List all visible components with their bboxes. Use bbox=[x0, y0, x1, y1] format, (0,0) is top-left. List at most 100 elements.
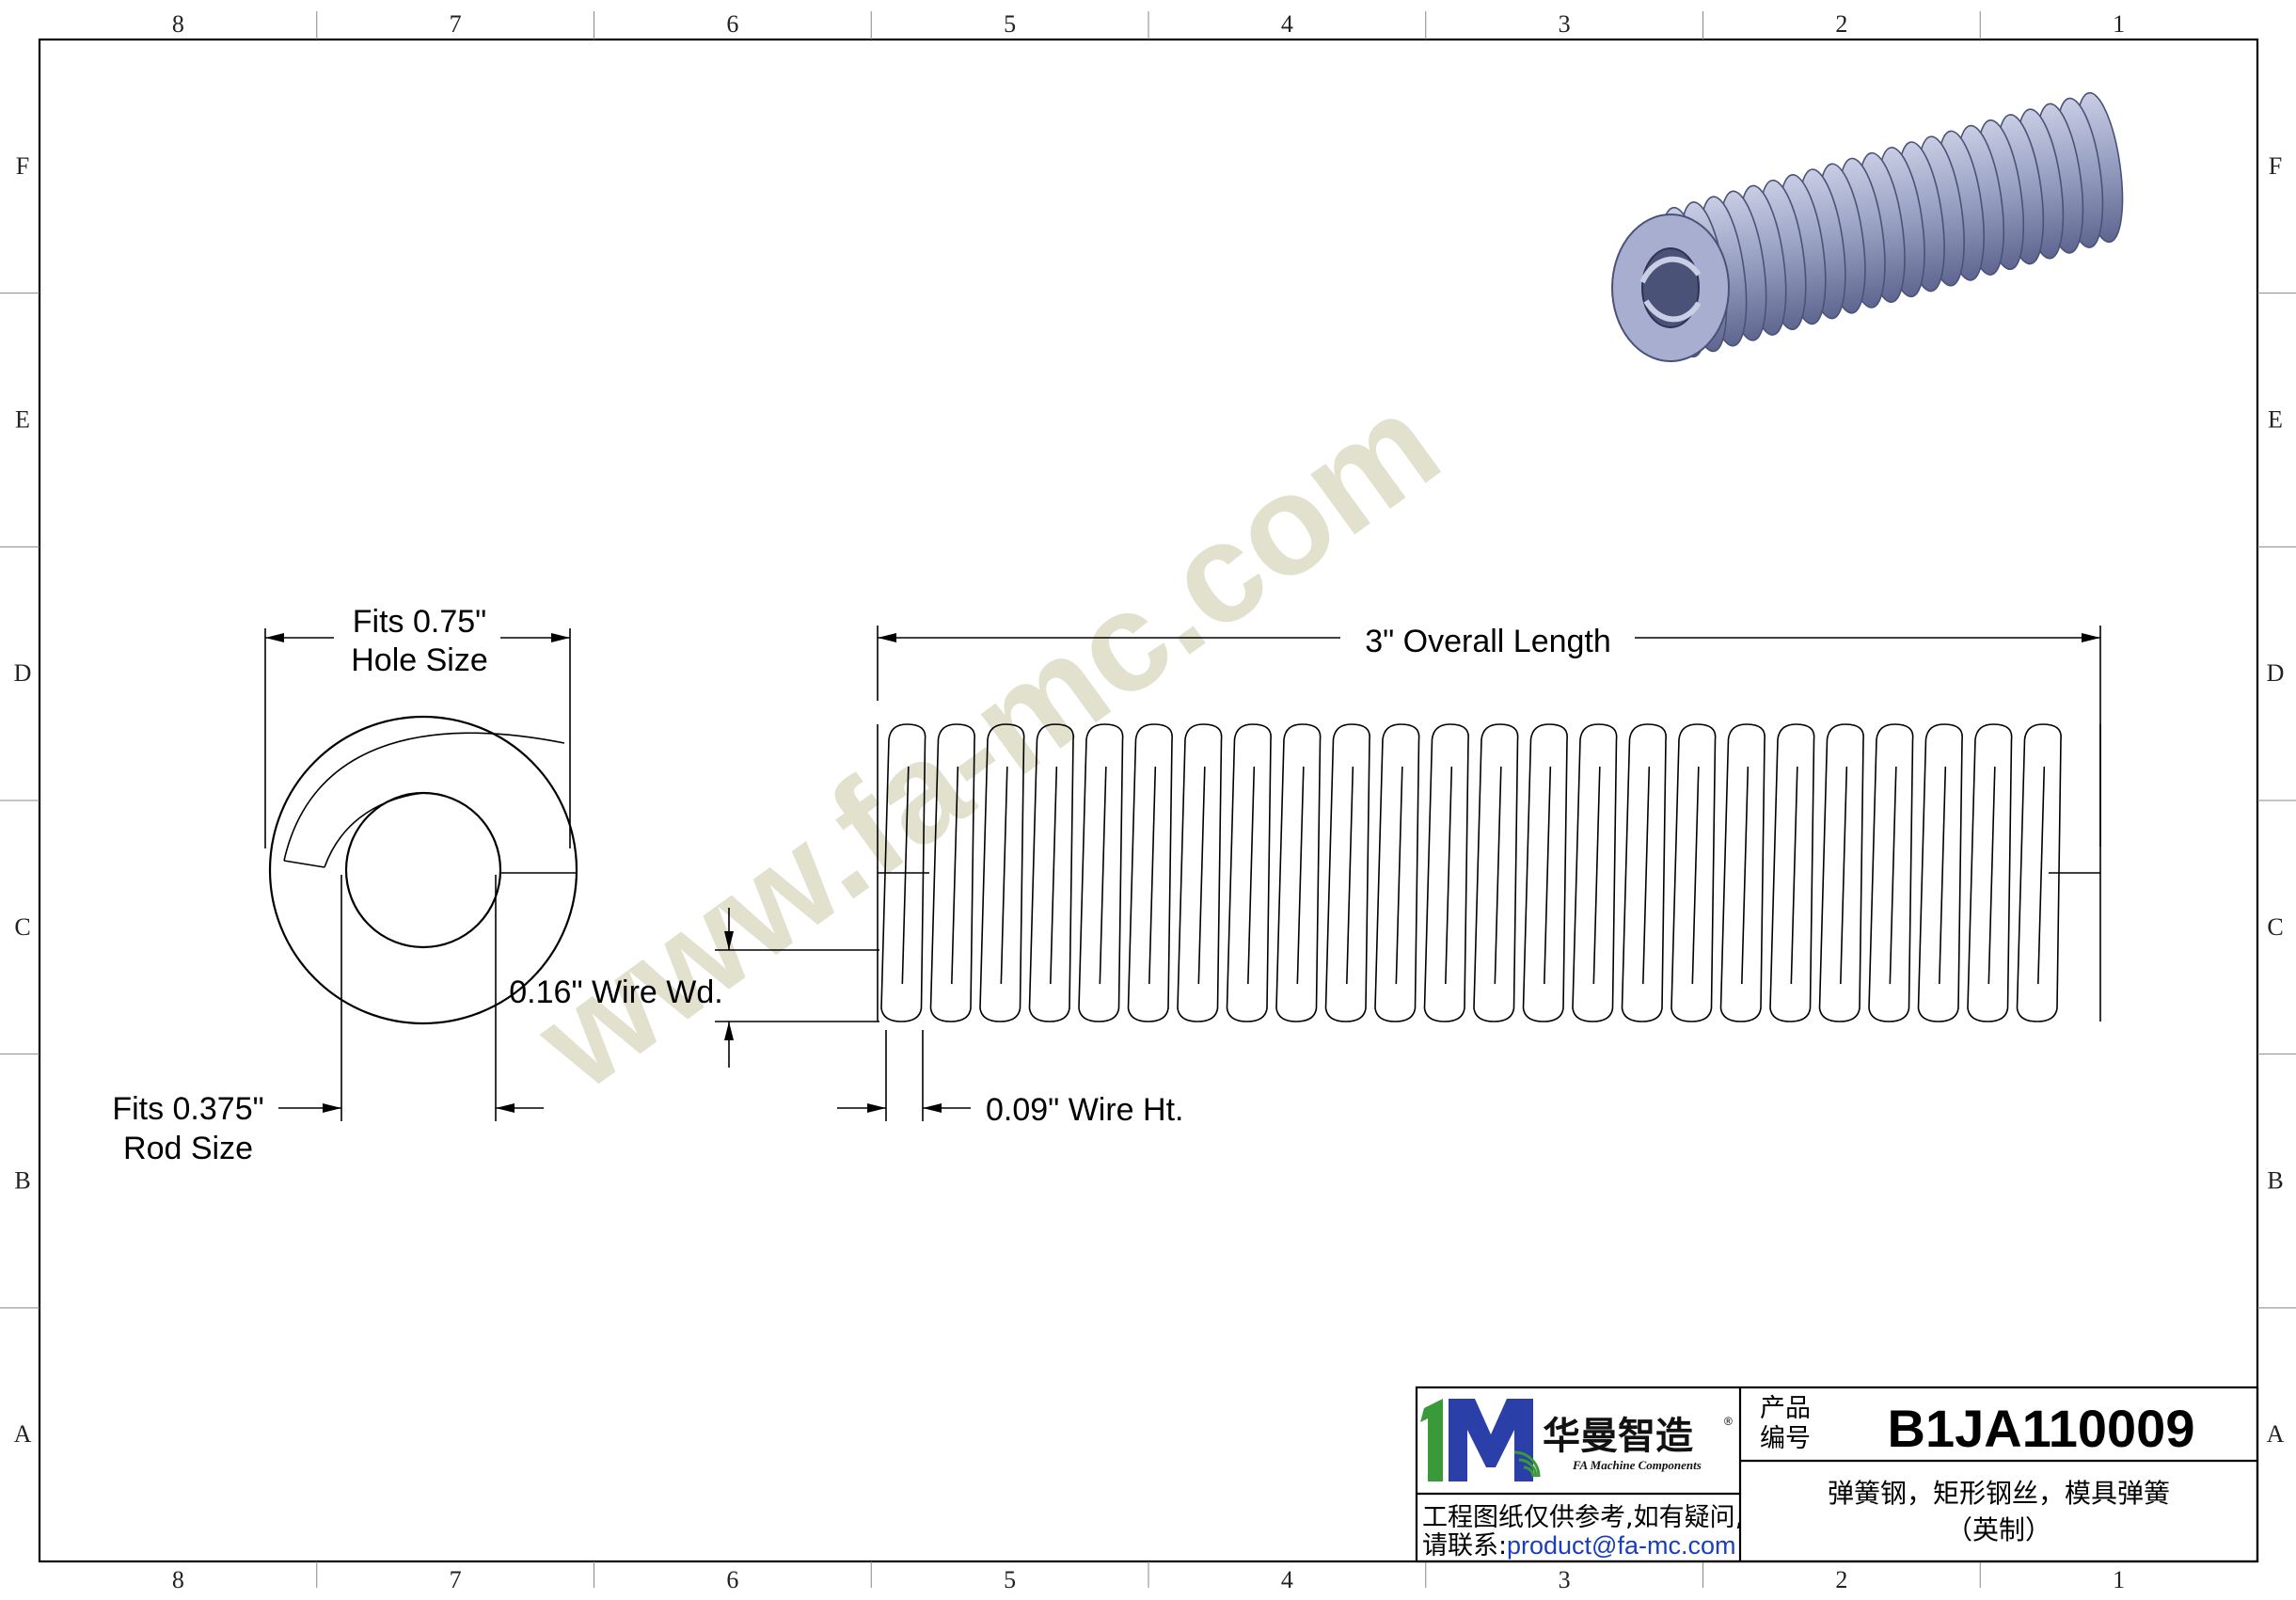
product-label-line1: 产品 bbox=[1760, 1394, 1811, 1423]
zone-column-label-bottom: 5 bbox=[1004, 1566, 1016, 1593]
zone-column-label-bottom: 7 bbox=[450, 1566, 462, 1593]
spring-3d-render bbox=[1611, 91, 2124, 362]
border-ticks bbox=[0, 11, 2296, 1588]
coil-inner-edge bbox=[1247, 766, 1256, 985]
coil-inner-edge bbox=[1741, 766, 1750, 985]
coil-end-curve bbox=[283, 732, 565, 862]
spring-coil bbox=[1572, 723, 1618, 1022]
spring-coil bbox=[1769, 723, 1815, 1022]
zone-column-label-top: 4 bbox=[1281, 10, 1293, 38]
hole-size-line1: Fits 0.75" bbox=[353, 604, 486, 640]
coil-inner-edge bbox=[2037, 766, 2046, 985]
inner-circle bbox=[344, 791, 502, 949]
coil-inner-edge bbox=[1642, 766, 1651, 985]
company-logo: 华曼智造 FA Machine Components ® bbox=[1420, 1399, 1733, 1481]
coil-inner-edge bbox=[1197, 766, 1206, 985]
zone-column-label-top: 2 bbox=[1835, 10, 1847, 38]
rod-size-line1: Fits 0.375" bbox=[112, 1091, 263, 1127]
overall-length-label: 3" Overall Length bbox=[1365, 624, 1611, 659]
zone-row-label-right: F bbox=[2269, 152, 2282, 180]
coil-inner-edge bbox=[1691, 766, 1700, 985]
note-line-1: 工程图纸仅供参考,如有疑问, bbox=[1422, 1503, 1743, 1532]
logo-signal-icon bbox=[1513, 1450, 1541, 1478]
logo-one-mark bbox=[1420, 1399, 1443, 1481]
spring-coil bbox=[1671, 723, 1717, 1022]
logo-english-name: FA Machine Components bbox=[1572, 1458, 1702, 1472]
render-bore bbox=[1641, 247, 1700, 328]
outer-circle bbox=[268, 715, 578, 1025]
spring-coil bbox=[1473, 723, 1519, 1022]
coil-inner-edge bbox=[1840, 766, 1848, 985]
spring-coil bbox=[1127, 723, 1173, 1022]
spring-coil bbox=[1078, 723, 1124, 1022]
note-line-2-prefix: 请联系: bbox=[1422, 1531, 1507, 1560]
zone-column-label-top: 1 bbox=[2113, 10, 2125, 38]
zone-row-label-right: D bbox=[2267, 659, 2285, 687]
spring-coil bbox=[1917, 723, 1963, 1022]
wire-width-label: 0.16" Wire Wd. bbox=[509, 974, 722, 1010]
coil-inner-edge bbox=[1346, 766, 1354, 985]
spring-coil bbox=[979, 723, 1025, 1022]
coil-inner-edge bbox=[1000, 766, 1008, 985]
spring-coil bbox=[1226, 723, 1272, 1022]
zone-row-label-right: C bbox=[2267, 913, 2283, 941]
zone-column-label-top: 3 bbox=[1559, 10, 1571, 38]
spring-coil bbox=[1324, 723, 1370, 1022]
coil-inner-edge bbox=[1445, 766, 1453, 985]
hole-size-line2: Hole Size bbox=[351, 642, 488, 678]
spring-coil bbox=[1719, 723, 1766, 1022]
description-line1: 弹簧钢，矩形钢丝，模具弹簧 bbox=[1828, 1478, 2170, 1509]
spring-coil bbox=[1423, 723, 1469, 1022]
spring-coil bbox=[1522, 723, 1568, 1022]
zone-column-label-top: 8 bbox=[172, 10, 184, 38]
spring-coil bbox=[1374, 723, 1420, 1022]
coil-inner-edge bbox=[1790, 766, 1798, 985]
logo-m-mark bbox=[1449, 1399, 1533, 1481]
spring-coil bbox=[1621, 723, 1667, 1022]
coil-inner-edge bbox=[1939, 766, 1947, 985]
zone-column-label-top: 7 bbox=[450, 10, 462, 38]
zone-row-label-right: E bbox=[2268, 406, 2283, 434]
zone-row-label-left: E bbox=[15, 406, 30, 434]
rod-size-line2: Rod Size bbox=[123, 1131, 253, 1166]
coil-end-inner bbox=[324, 792, 424, 868]
side-view: 3" Overall Length 0.16" Wire Wd. 0.09" W… bbox=[509, 624, 2101, 1128]
coil-inner-edge bbox=[1889, 766, 1897, 985]
spring-coil bbox=[1028, 723, 1074, 1022]
contact-email[interactable]: product@fa-mc.com bbox=[1507, 1531, 1735, 1560]
zone-column-label-bottom: 1 bbox=[2113, 1566, 2125, 1593]
spring-coil bbox=[1967, 723, 2013, 1022]
coil-inner-edge bbox=[951, 766, 959, 985]
zone-column-label-bottom: 8 bbox=[172, 1566, 184, 1593]
spring-coil bbox=[2016, 723, 2062, 1022]
coil-inner-edge bbox=[1987, 766, 1996, 985]
zone-row-label-right: B bbox=[2267, 1167, 2283, 1195]
wire-height-label: 0.09" Wire Ht. bbox=[986, 1092, 1183, 1128]
title-block: 华曼智造 FA Machine Components ® 工程图纸仅供参考,如有… bbox=[1415, 1386, 2259, 1563]
end-view: Fits 0.75" Hole Size Fits 0.375" Rod Siz… bbox=[112, 604, 578, 1166]
spring-coil bbox=[1177, 723, 1223, 1022]
spring-coil bbox=[1275, 723, 1322, 1022]
coil-inner-edge bbox=[1592, 766, 1601, 985]
zone-column-label-bottom: 4 bbox=[1281, 1566, 1293, 1593]
spring-coil bbox=[1868, 723, 1914, 1022]
zone-row-label-left: F bbox=[16, 152, 29, 180]
zone-column-label-top: 6 bbox=[726, 10, 738, 38]
spring-coils bbox=[877, 723, 2101, 1022]
zone-column-label-bottom: 6 bbox=[726, 1566, 738, 1593]
spring-coil bbox=[929, 723, 975, 1022]
coil-end-tip bbox=[283, 860, 325, 868]
coil-inner-edge bbox=[1494, 766, 1502, 985]
coil-inner-edge bbox=[901, 766, 910, 985]
spring-coil bbox=[1818, 723, 1864, 1022]
coil-inner-edge bbox=[1296, 766, 1305, 985]
description-line2: （英制） bbox=[1946, 1514, 2051, 1545]
coil-inner-edge bbox=[1099, 766, 1107, 985]
spring-coil bbox=[880, 723, 926, 1022]
registered-mark: ® bbox=[1724, 1415, 1733, 1428]
zone-column-label-bottom: 3 bbox=[1559, 1566, 1571, 1593]
coil-inner-edge bbox=[1148, 766, 1157, 985]
coil-inner-edge bbox=[1050, 766, 1058, 985]
